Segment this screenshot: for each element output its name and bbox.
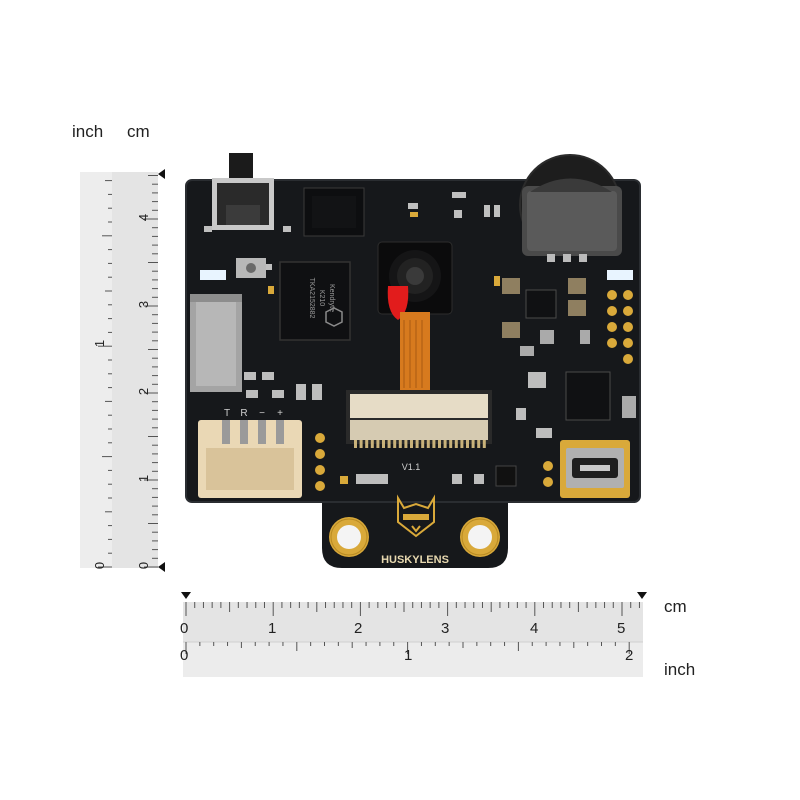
ic-chip-1: [525, 289, 557, 319]
fpc-pin: [449, 440, 453, 448]
pin-label-vcc: +: [277, 408, 283, 419]
horizontal-ruler-left-marker-icon: [181, 592, 191, 599]
fpc-pin: [376, 440, 380, 448]
fpc-pin: [365, 440, 369, 448]
horizontal-ruler-cm-unit: cm: [664, 597, 687, 616]
mounting-hole-right: [460, 517, 500, 557]
vertical-cm-label-2: 2: [136, 387, 152, 396]
horizontal-ruler-inch-strip: [183, 642, 643, 677]
chip-marking-line-3: TKA2152882: [308, 278, 315, 319]
fpc-pin: [471, 440, 475, 448]
ic-chip-2: [565, 371, 611, 421]
pin-label-t: T: [224, 408, 230, 419]
vertical-cm-label-1: 1: [136, 474, 152, 483]
chip-marking-line-2: K210: [318, 290, 325, 306]
horizontal-ruler-right-marker-icon: [637, 592, 647, 599]
fpc-pin: [354, 440, 357, 448]
vertical-ruler-body: [112, 172, 158, 568]
horizontal-ruler-inch-unit: inch: [664, 660, 696, 679]
led-right: [607, 270, 633, 280]
horizontal-ruler-cm-strip: [183, 602, 643, 642]
led-left: [200, 270, 226, 280]
horizontal-cm-label-1: 1: [268, 620, 277, 637]
vertical-ruler-inch-strip: [80, 172, 112, 568]
horizontal-cm-label-2: 2: [354, 620, 363, 637]
k210-processor-chip: Kendryte K210 TKA2152882: [279, 261, 351, 341]
camera-flex-cable: [400, 312, 430, 390]
brand-label: HUSKYLENS: [381, 554, 449, 566]
camera-module: [377, 241, 453, 390]
fpc-pin: [477, 440, 481, 448]
function-button: [212, 153, 274, 230]
fpc-pin: [382, 440, 385, 448]
fpc-pin: [454, 440, 458, 448]
usb-port: [560, 440, 630, 498]
vertical-inch-label-1: 1: [92, 339, 108, 348]
fpc-pin: [359, 440, 363, 448]
pin-label-gnd: −: [259, 408, 265, 419]
camera-lens-cap: [387, 286, 409, 320]
fpc-pin: [410, 440, 413, 448]
smd-components-top: [204, 192, 500, 270]
fpc-pin: [460, 440, 464, 448]
test-pads-left: [315, 433, 325, 491]
horizontal-inch-label-2: 2: [625, 647, 634, 664]
horizontal-ruler-ticks: [185, 602, 640, 654]
huskylens-board: HUSKYLENS: [185, 153, 641, 568]
vertical-cm-label-3: 3: [136, 300, 152, 309]
fpc-pin: [443, 440, 447, 448]
fpc-pin: [415, 440, 419, 448]
microsd-slot: [190, 294, 242, 392]
function-knob: [519, 154, 622, 262]
fpc-pin: [482, 440, 486, 448]
fpc-pin: [432, 440, 436, 448]
fpc-pin: [398, 440, 402, 448]
vertical-cm-label-4: 4: [136, 213, 152, 222]
horizontal-ruler: [181, 592, 647, 677]
horizontal-cm-label-4: 4: [530, 620, 539, 637]
fpc-pin: [393, 440, 397, 448]
fpc-pin: [370, 440, 374, 448]
test-pads-right: [607, 290, 633, 364]
vertical-ruler: [80, 169, 165, 572]
vertical-inch-label-0: 0: [92, 561, 108, 570]
fpc-connector: [346, 390, 492, 448]
fpc-pin: [466, 440, 469, 448]
smd-components-bottom: [340, 372, 552, 487]
uart-connector: T R − +: [198, 408, 302, 498]
horizontal-cm-label-5: 5: [617, 620, 626, 637]
horizontal-inch-label-0: 0: [180, 647, 189, 664]
test-pads-bottom-right: [543, 461, 553, 487]
huskylens-logo-icon: [397, 494, 435, 538]
vertical-ruler-inch-unit: inch: [72, 122, 104, 141]
fpc-pin: [426, 440, 430, 448]
horizontal-inch-label-1: 1: [404, 647, 413, 664]
fpc-pin: [404, 440, 408, 448]
version-label: V1.1: [402, 462, 421, 472]
fpc-pin: [421, 440, 425, 448]
pin-label-r: R: [240, 408, 247, 419]
vertical-ruler-bottom-marker-icon: [158, 562, 165, 572]
kendryte-logo-icon: [325, 307, 343, 327]
vertical-ruler-top-marker-icon: [158, 169, 165, 179]
horizontal-cm-label-3: 3: [441, 620, 450, 637]
smd-components-left: [244, 286, 322, 400]
mounting-hole-left: [329, 517, 369, 557]
smd-components-right: [494, 276, 636, 418]
fpc-pin: [387, 440, 391, 448]
vertical-ruler-cm-unit: cm: [127, 122, 150, 141]
vertical-ruler-ticks: [98, 175, 158, 568]
fpc-pin: [438, 440, 441, 448]
horizontal-cm-label-0: 0: [180, 620, 189, 637]
vertical-cm-label-0: 0: [136, 561, 152, 570]
chip-marking-line-1: Kendryte: [328, 284, 335, 312]
